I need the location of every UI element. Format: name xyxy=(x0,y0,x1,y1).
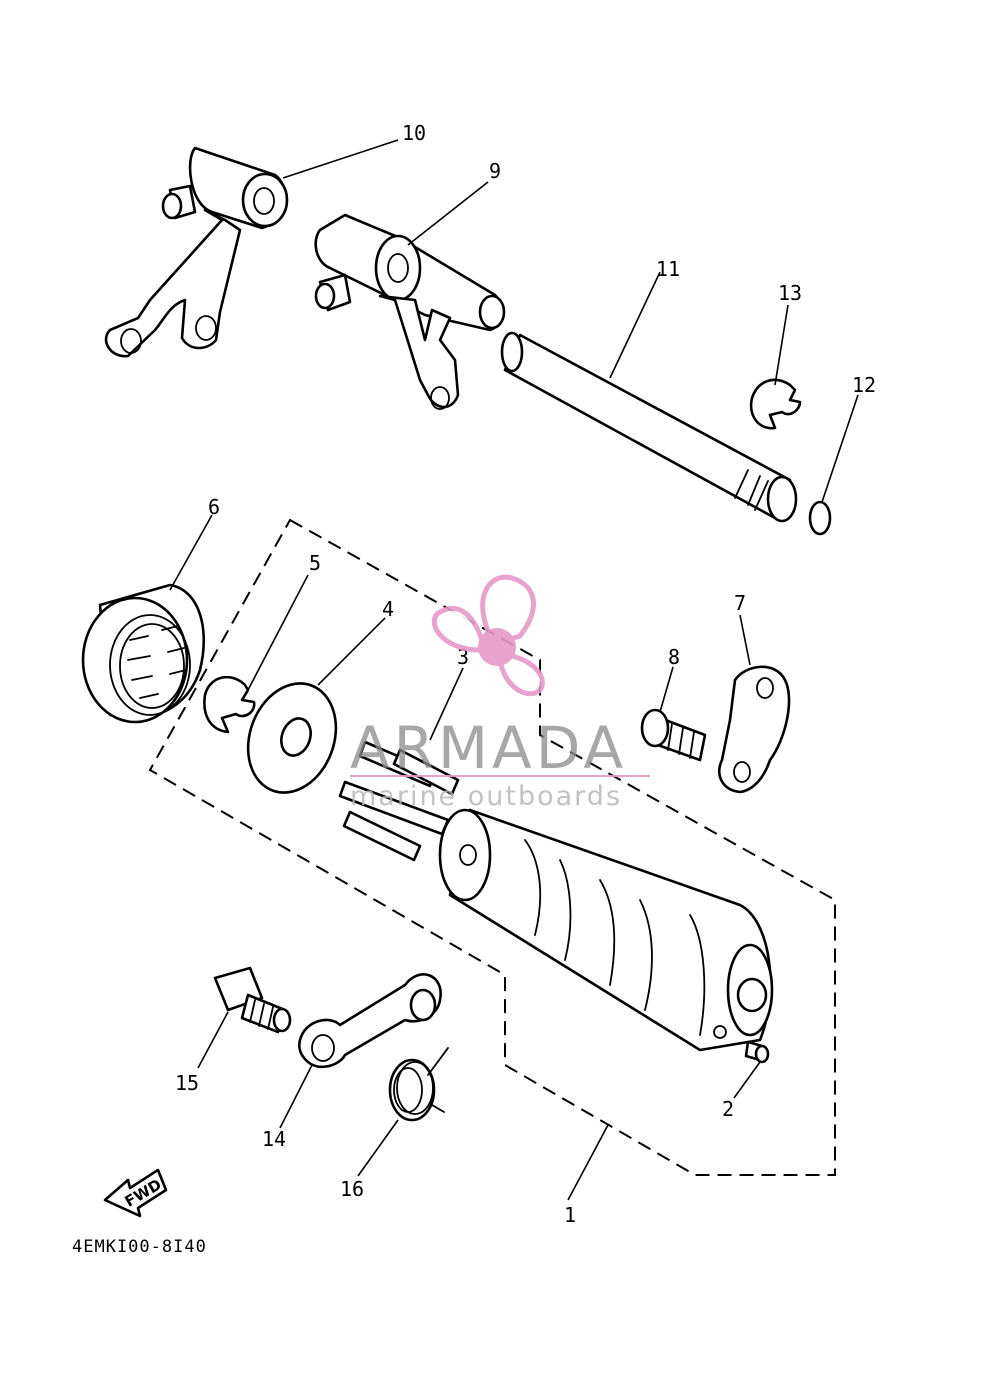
propeller-icon xyxy=(431,574,545,697)
shift-lever-14 xyxy=(297,973,442,1069)
circlip-13 xyxy=(749,378,802,430)
callout-1: 1 xyxy=(564,1203,576,1227)
callout-12: 12 xyxy=(852,373,876,397)
callout-2: 2 xyxy=(722,1097,734,1121)
callout-6: 6 xyxy=(208,495,220,519)
callout-5: 5 xyxy=(309,551,321,575)
bolt-15 xyxy=(213,966,292,1034)
callout-11: 11 xyxy=(656,257,680,281)
pin-2 xyxy=(744,1040,770,1064)
assembly-boundary xyxy=(148,518,836,1176)
callout-9: 9 xyxy=(489,159,501,183)
callout-13: 13 xyxy=(778,281,802,305)
watermark-divider xyxy=(350,775,650,777)
callout-15: 15 xyxy=(175,1071,199,1095)
callout-8: 8 xyxy=(668,645,680,669)
callout-10: 10 xyxy=(402,121,426,145)
callout-numbers: 10 9 11 13 12 6 5 4 3 8 7 2 15 14 16 1 xyxy=(175,121,876,1227)
shift-fork-10 xyxy=(104,146,289,358)
armada-watermark: ARMADA marine outboards xyxy=(350,574,650,812)
forward-direction-arrow: FWD xyxy=(103,1168,168,1218)
leader-lines xyxy=(169,139,859,1201)
bearing-6 xyxy=(81,583,206,724)
callout-14: 14 xyxy=(262,1127,286,1151)
watermark-subtitle: marine outboards xyxy=(350,781,622,812)
washer-12 xyxy=(808,500,832,536)
callout-4: 4 xyxy=(382,597,394,621)
callout-16: 16 xyxy=(340,1177,364,1201)
circlip-5 xyxy=(203,675,256,734)
shift-shaft-11 xyxy=(500,331,798,523)
bolt-8 xyxy=(640,708,707,762)
washer-4 xyxy=(246,682,338,794)
shift-fork-9 xyxy=(314,213,506,410)
torsion-spring-16 xyxy=(388,1047,449,1122)
callout-7: 7 xyxy=(734,591,746,615)
watermark-title: ARMADA xyxy=(350,714,627,782)
stopper-plate-7 xyxy=(718,665,791,794)
part-code: 4EMKI00-8I40 xyxy=(72,1237,207,1257)
shift-drum-1 xyxy=(438,808,774,1052)
